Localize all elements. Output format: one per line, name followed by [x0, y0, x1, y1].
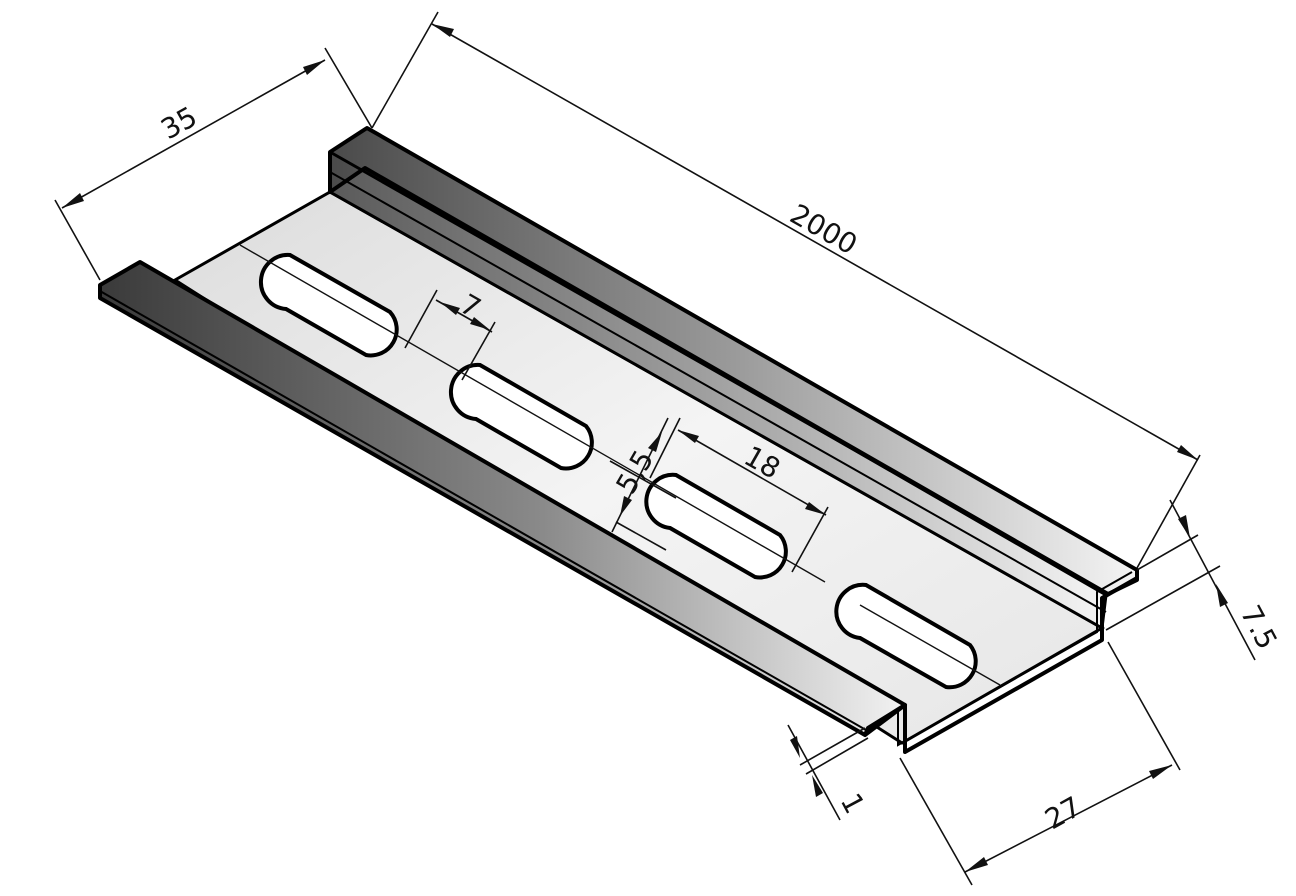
rail-right-flange-edge	[329, 150, 1109, 596]
slots	[239, 244, 1001, 690]
slot-1	[259, 252, 399, 358]
rail-body	[98, 126, 1139, 754]
dim-width-label: 35	[155, 100, 202, 146]
rail-left-flange-edge	[99, 290, 867, 731]
slot-centerline-2	[859, 604, 1001, 686]
rail-right-flange-edge2	[329, 171, 1107, 613]
dim-length-label: 2000	[785, 197, 863, 261]
slot-centerline	[239, 244, 826, 583]
dim-thickness: 1	[787, 724, 872, 821]
dim-thickness-label: 1	[834, 788, 872, 819]
dim-height-label: 7.5	[1234, 600, 1284, 655]
rail-end-profile-inner	[867, 571, 1133, 747]
slot-4	[834, 582, 978, 690]
slot-2	[449, 362, 594, 471]
